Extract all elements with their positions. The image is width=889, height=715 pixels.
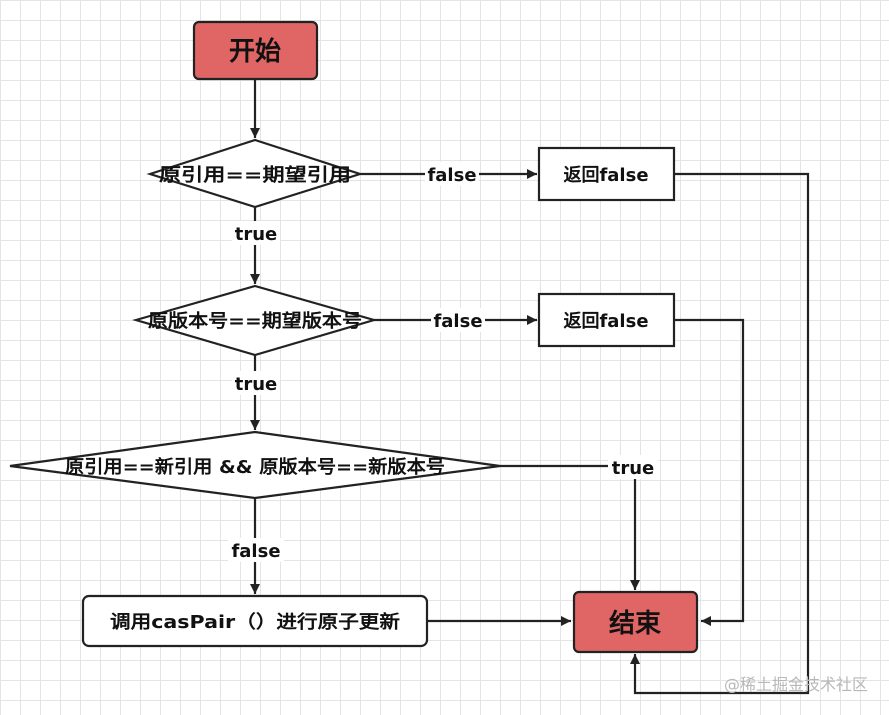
start-label: 开始 [229,37,281,67]
condition-version-label: 原版本号==期望版本号 [148,310,362,332]
end-label: 结束 [609,608,662,639]
edge-cond3-end [500,464,640,590]
edge-label-cond3-false: false [231,541,280,562]
condition-reference-label: 原引用==期望引用 [159,164,351,186]
start-node: 开始 [192,20,319,81]
edge-label-cond2-false: false [433,311,482,332]
return-false-2-label: 返回false [563,311,648,332]
edge-label-cond2-true: true [235,374,278,395]
edge-label-cond3-true: true [612,458,655,479]
return-false-2: 返回false [537,292,676,348]
call-caspair-label: 调用casPair（）进行原子更新 [110,611,400,633]
edge-label-cond1-false: false [427,165,476,186]
edge-ret1-end [630,172,810,695]
condition-new-values-label: 原引用==新引用 && 原版本号==新版本号 [65,456,445,478]
edge-ret2-end [674,318,745,626]
edge-label-cond1-true: true [235,224,278,245]
return-false-1: 返回false [537,146,676,202]
call-caspair: 调用casPair（）进行原子更新 [81,594,429,648]
return-false-1-label: 返回false [563,165,648,186]
end-node: 结束 [572,590,699,654]
watermark: @稀土掘金技术社区 [724,675,868,694]
condition-new-values: 原引用==新引用 && 原版本号==新版本号 [9,430,501,500]
condition-version: 原版本号==期望版本号 [132,284,378,357]
condition-reference: 原引用==期望引用 [146,138,364,209]
